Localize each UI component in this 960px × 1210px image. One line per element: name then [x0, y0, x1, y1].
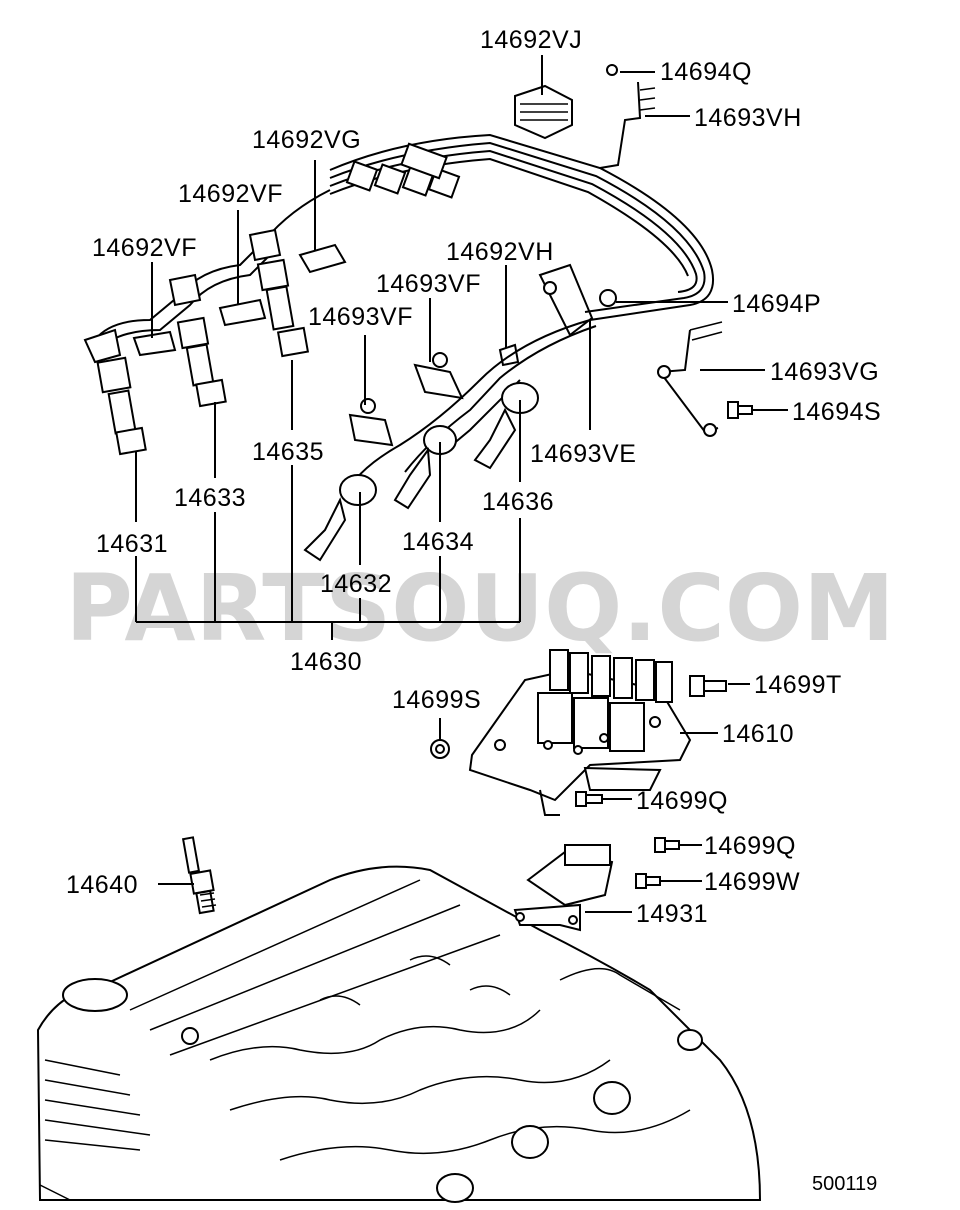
- label-14699Q-lower: 14699Q: [704, 832, 796, 860]
- label-14699T: 14699T: [754, 671, 842, 699]
- label-14636: 14636: [482, 488, 554, 516]
- label-14692VF-lower: 14692VF: [92, 234, 197, 262]
- diagram-reference-number: 500119: [812, 1173, 877, 1195]
- spark-plug-illustration: [181, 836, 217, 915]
- label-14610: 14610: [722, 720, 794, 748]
- igniter-illustration: [513, 844, 614, 932]
- label-14631: 14631: [96, 530, 168, 558]
- label-14693VF-lower: 14693VF: [308, 303, 413, 331]
- label-14632: 14632: [320, 570, 392, 598]
- label-14630: 14630: [290, 648, 362, 676]
- clamps-illustration: [132, 81, 723, 447]
- watermark: PARTSOUQ.COM: [65, 555, 894, 662]
- label-14692VJ: 14692VJ: [480, 26, 582, 54]
- label-14699W: 14699W: [704, 868, 800, 896]
- label-14692VF-upper: 14692VF: [178, 180, 283, 208]
- label-14699Q-upper: 14699Q: [636, 787, 728, 815]
- bolts-illustration: [430, 64, 753, 889]
- label-14635: 14635: [252, 438, 324, 466]
- label-14694P: 14694P: [732, 290, 821, 318]
- label-14931: 14931: [636, 900, 708, 928]
- engine-block-illustration: [36, 865, 762, 1203]
- label-14694S: 14694S: [792, 398, 881, 426]
- label-14634: 14634: [402, 528, 474, 556]
- leader-lines: [135, 55, 788, 913]
- label-14693VG: 14693VG: [770, 358, 879, 386]
- label-14692VG: 14692VG: [252, 126, 361, 154]
- label-14694Q: 14694Q: [660, 58, 752, 86]
- label-14693VH: 14693VH: [694, 104, 802, 132]
- label-14693VE: 14693VE: [530, 440, 636, 468]
- label-14692VH: 14692VH: [446, 238, 554, 266]
- label-14693VF-upper: 14693VF: [376, 270, 481, 298]
- label-14633: 14633: [174, 484, 246, 512]
- label-14640: 14640: [66, 871, 138, 899]
- label-14699S: 14699S: [392, 686, 481, 714]
- part-labels: 14692VJ 14694Q 14693VH 14692VG 14692VF 1…: [66, 26, 881, 928]
- ignition-leads-illustration: [83, 133, 714, 562]
- ignition-coil-illustration: [468, 649, 692, 816]
